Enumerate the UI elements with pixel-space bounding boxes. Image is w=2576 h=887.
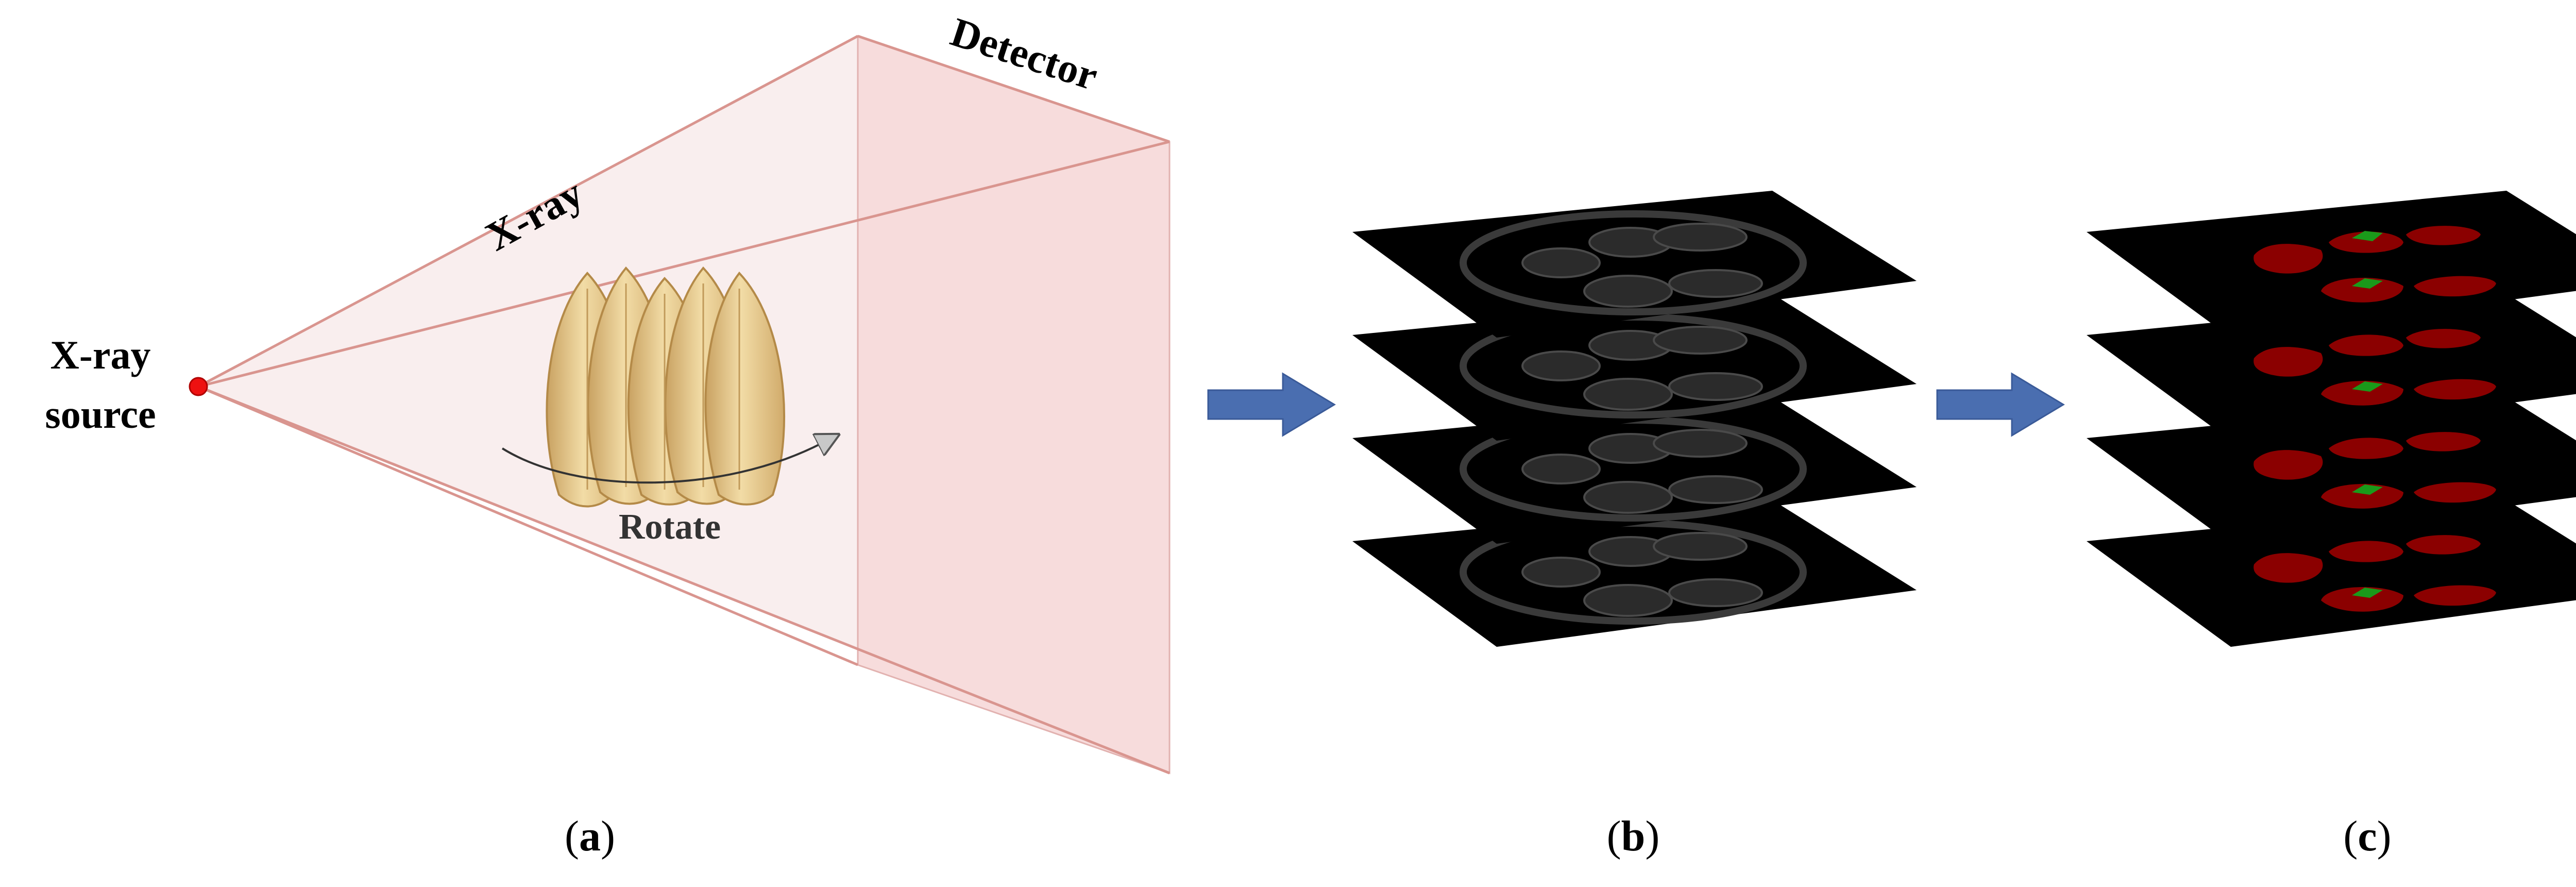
caption-a: (a): [565, 812, 615, 860]
caption-c: (c): [2343, 812, 2391, 860]
segmented-slice: [2087, 397, 2576, 544]
caption-b: (b): [1607, 812, 1660, 860]
segmented-slice: [2087, 500, 2576, 647]
flow-arrow-b-to-c: [1936, 372, 2065, 437]
source-label-line1: X-ray: [50, 332, 151, 377]
rotate-arrow-icon: [501, 443, 822, 484]
panel-c: (c): [2087, 191, 2576, 860]
segmented-slice: [2087, 294, 2576, 441]
beam-edges: [197, 35, 1170, 775]
rice-grains-illustration: [546, 266, 786, 508]
flow-arrow-a-to-b: [1207, 372, 1336, 437]
panel-a: X-ray source X-ray Detector Rotate (a): [45, 9, 1171, 860]
ct-slice: [1352, 191, 1917, 338]
segmented-slice: [2087, 191, 2576, 338]
panel-b: (b): [1352, 191, 1917, 860]
xray-source-dot: [189, 377, 208, 396]
detector-plane: [857, 35, 1171, 775]
rotate-label: Rotate: [619, 507, 721, 547]
source-label-line2: source: [45, 392, 156, 437]
